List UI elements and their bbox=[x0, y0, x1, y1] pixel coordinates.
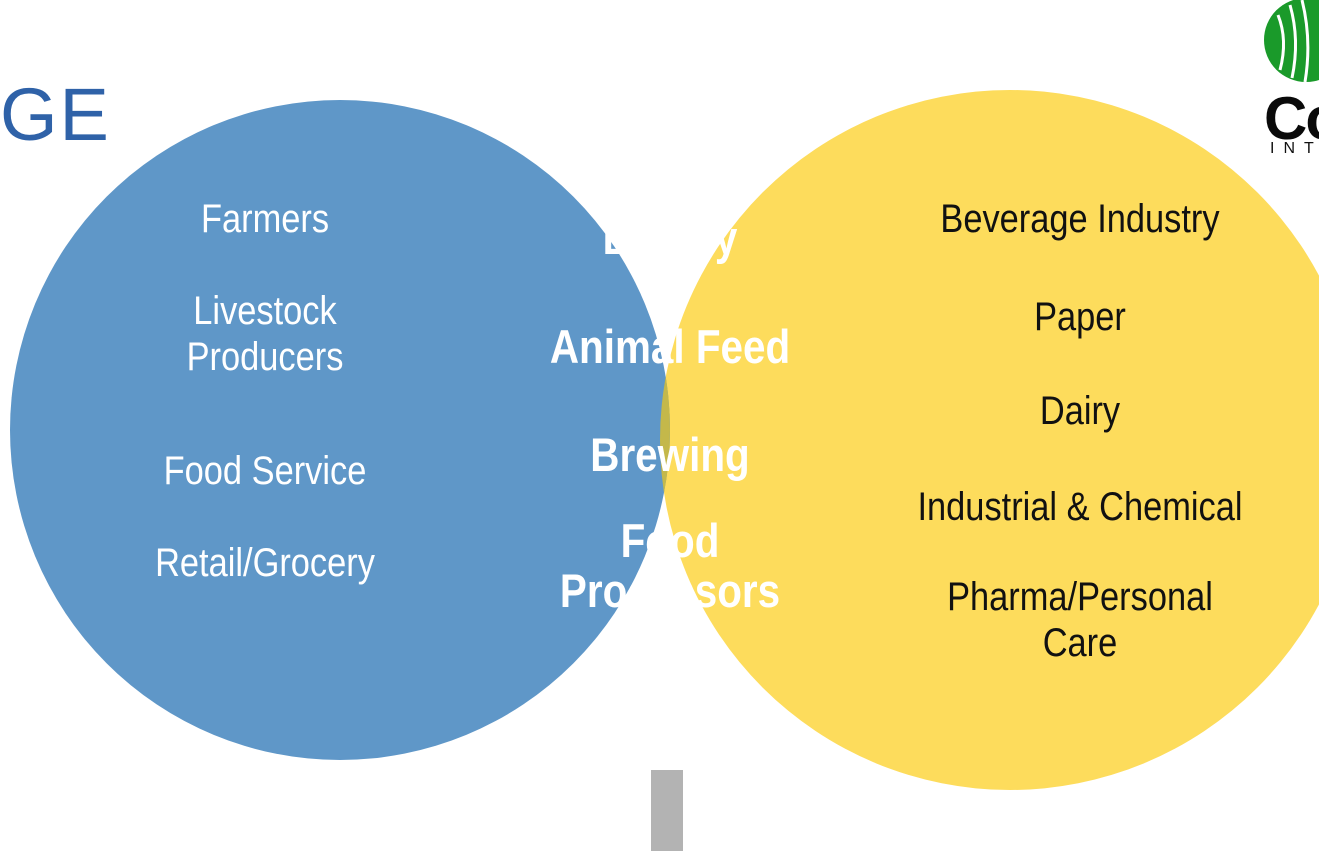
left-item-retail-grocery: Retail/Grocery bbox=[155, 541, 375, 585]
company-logo-right: Cor bbox=[1264, 85, 1319, 152]
overlap-item-bakery: Bakery bbox=[602, 211, 738, 264]
left-item-livestock-producers: Livestock Producers bbox=[186, 289, 344, 379]
left-item-food-service: Food Service bbox=[163, 449, 367, 493]
left-item-farmers: Farmers bbox=[200, 197, 330, 241]
bottom-divider-bar bbox=[651, 770, 683, 851]
right-set-circle bbox=[660, 90, 1319, 790]
right-item-beverage-industry: Beverage Industry bbox=[940, 197, 1220, 241]
right-item-industrial-chemical: Industrial & Chemical bbox=[917, 485, 1243, 529]
overlap-item-brewing: Brewing bbox=[590, 428, 750, 481]
company-logo-right-globe-icon bbox=[1264, 0, 1319, 83]
company-logo-right-subtext: INT bbox=[1270, 140, 1319, 157]
overlap-item-food-processors: Food Processors bbox=[559, 514, 781, 617]
right-item-pharma-personal-care: Pharma/Personal Care bbox=[947, 575, 1213, 665]
company-logo-left: GE bbox=[0, 73, 111, 156]
overlap-item-animal-feed: Animal Feed bbox=[549, 320, 791, 373]
right-item-dairy: Dairy bbox=[1039, 389, 1121, 433]
left-set-circle bbox=[10, 100, 670, 760]
right-item-paper: Paper bbox=[1034, 295, 1126, 339]
